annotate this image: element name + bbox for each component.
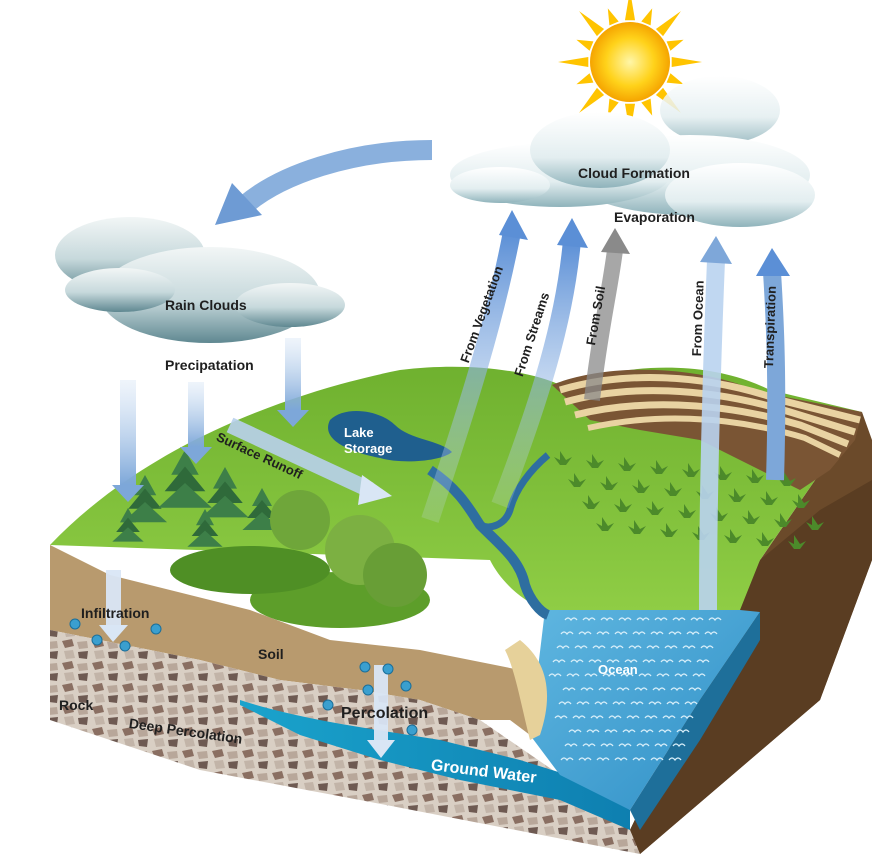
condensation-transport-arrow [215,140,433,225]
precipitation-label: Precipatation [165,357,254,373]
infiltration-label: Infiltration [81,605,150,621]
from-ocean-arrow [699,236,732,611]
forest [112,450,430,628]
surface-runoff-arrow [226,417,392,505]
percolation-label: Percolation [341,705,429,722]
evaporation-label: Evaporation [614,209,695,225]
percolation-arrow [367,665,395,758]
precipitation-arrow-middle [180,382,212,464]
rain-clouds-label: Rain Clouds [165,297,247,313]
water-droplets [69,618,418,736]
from-soil-arrow [584,228,630,401]
precipitation-arrow-right [277,338,309,427]
soil-label: Soil [258,646,284,662]
ocean-waves [548,617,722,762]
ocean-label: Ocean [598,662,638,677]
transpiration-label: Transpiration [761,285,779,369]
from-vegetation-arrow [421,210,528,523]
rain-clouds-cloud [55,217,345,343]
rock-label: Rock [59,697,94,713]
from-ocean-label: From Ocean [689,280,707,357]
sun-icon [558,0,702,134]
cloud-formation-cloud [450,76,815,227]
from-streams-arrow [491,218,588,509]
cloud-formation-label: Cloud Formation [578,165,690,181]
transpiration-arrow [756,248,790,481]
precipitation-arrow-left [112,380,144,502]
lake-storage-label-line2: Storage [344,441,393,456]
infiltration-arrow [99,570,128,642]
lake-storage-label-line1: Lake [344,425,374,440]
